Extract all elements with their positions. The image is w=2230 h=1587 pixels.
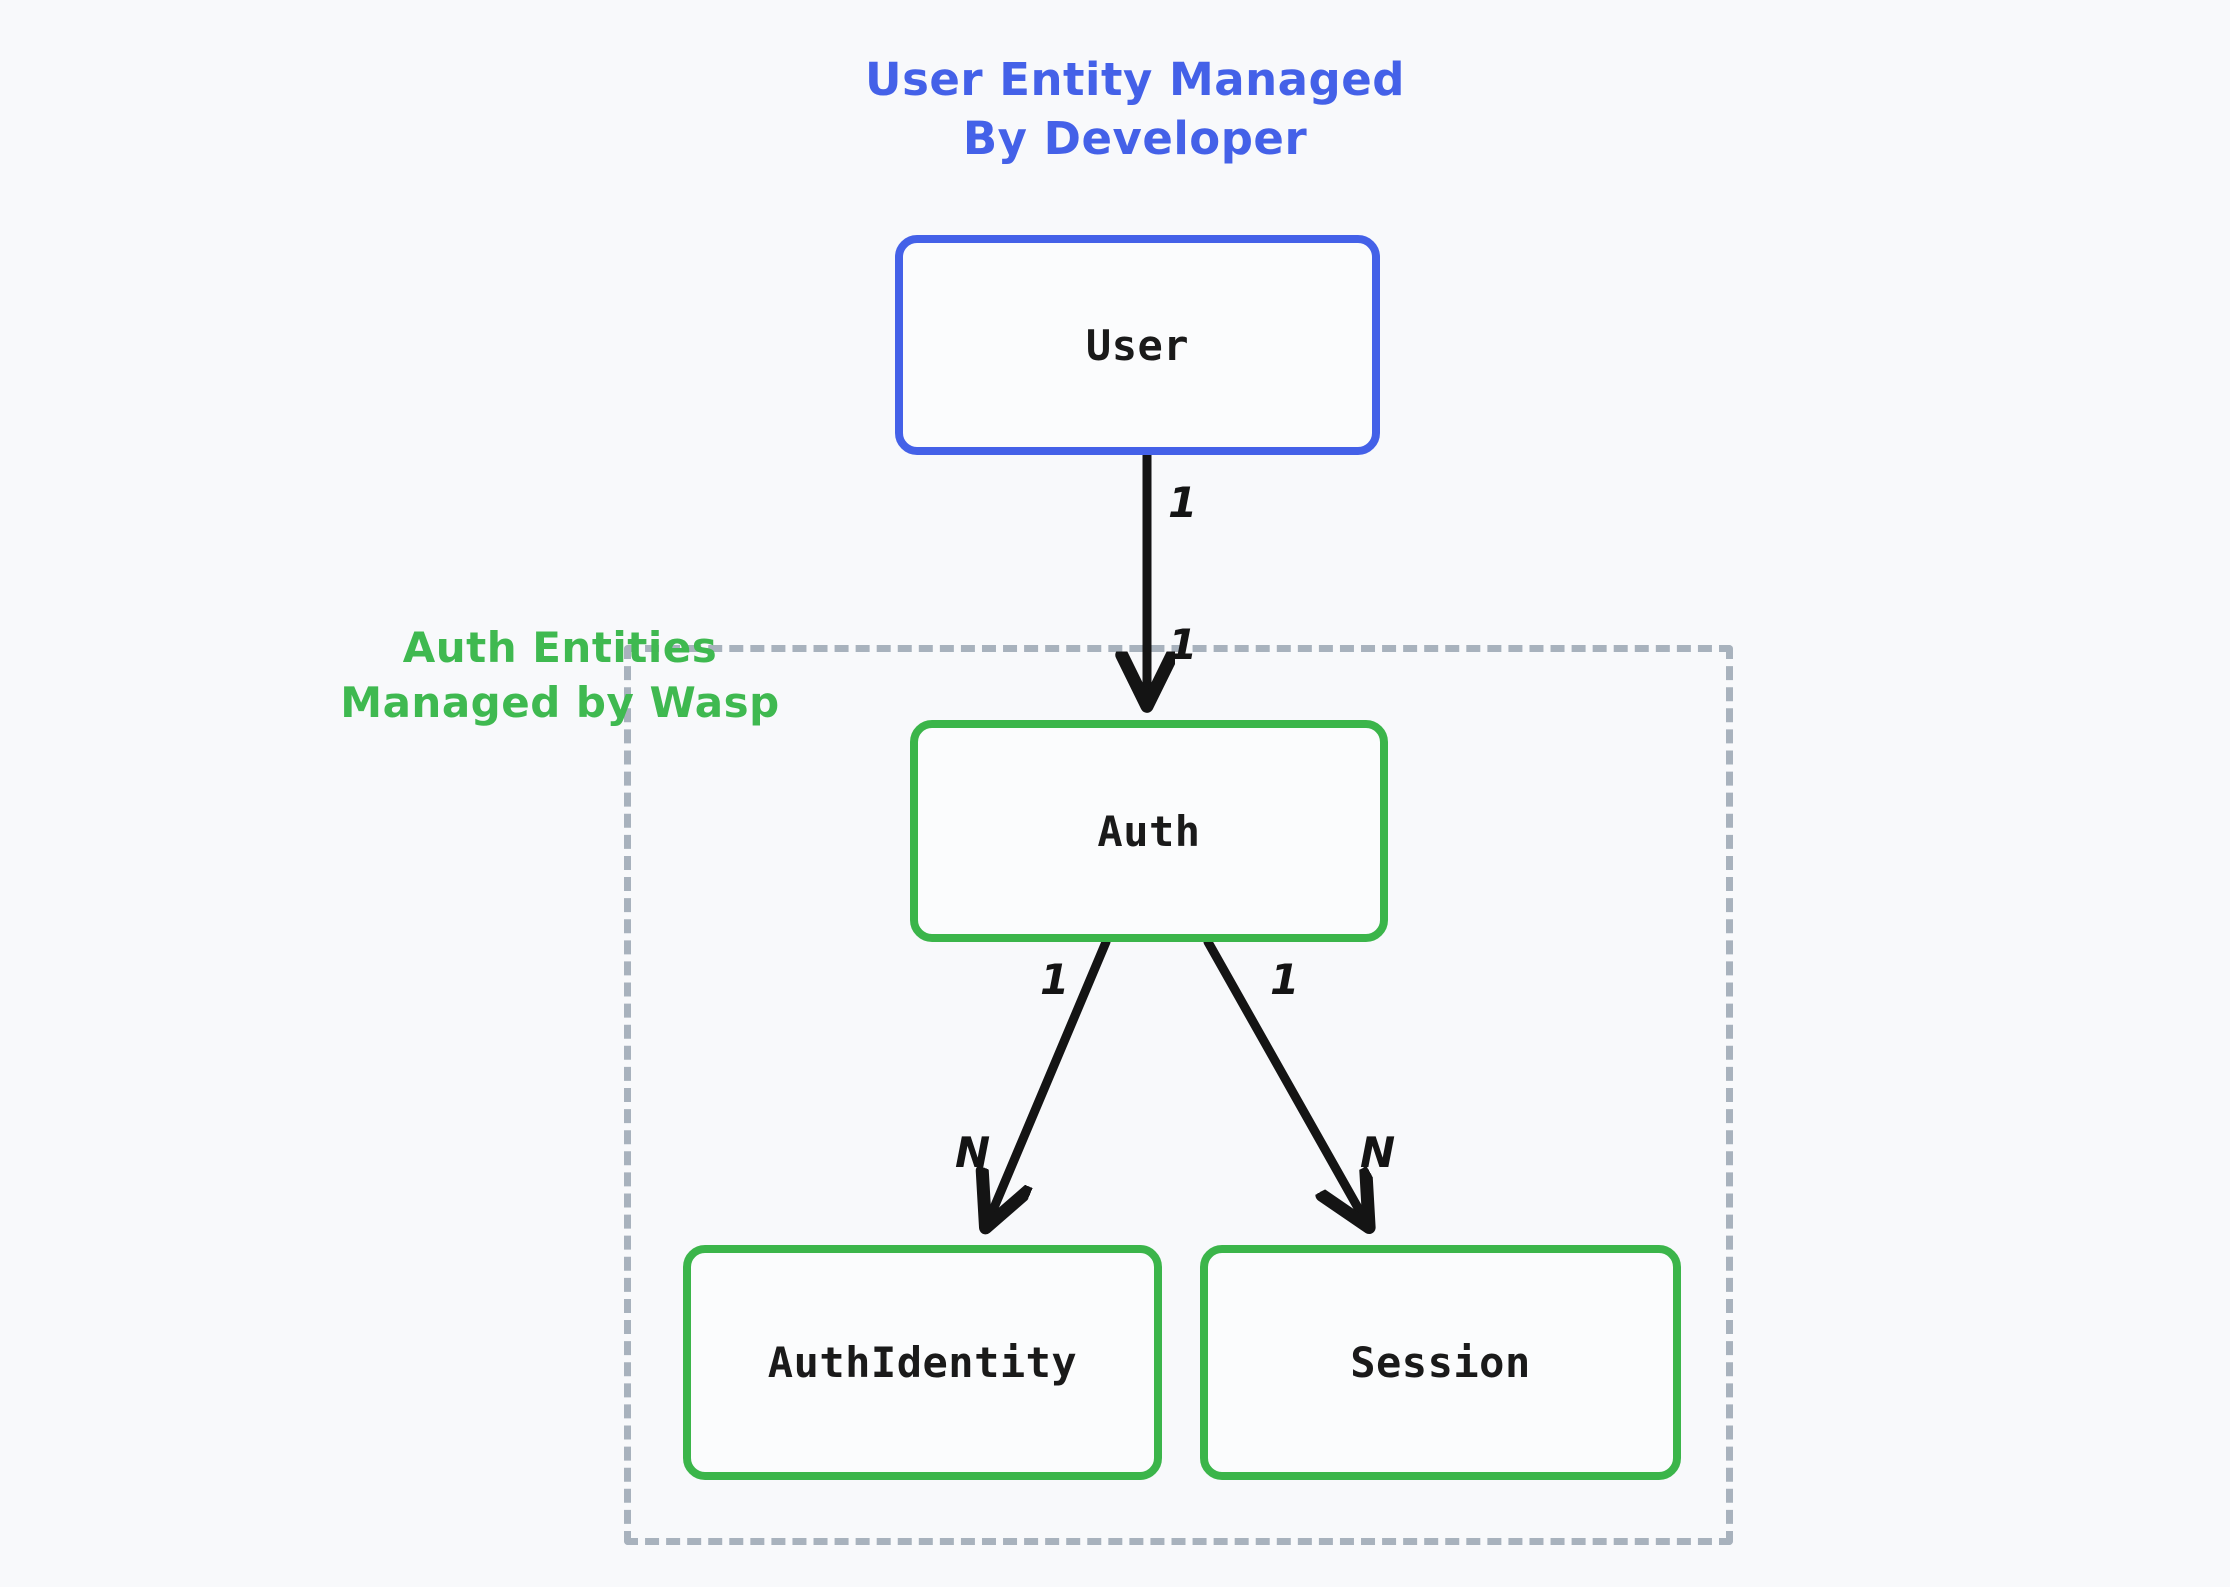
cardinality-auth-authidentity-source: 1 <box>1040 955 1070 1004</box>
entity-node-authidentity[interactable]: AuthIdentity <box>683 1245 1162 1480</box>
cardinality-auth-session-target: N <box>1360 1128 1396 1177</box>
cardinality-auth-authidentity-target: N <box>955 1128 991 1177</box>
entity-label-user: User <box>1085 320 1190 370</box>
auth-entities-group-border <box>624 645 1733 1545</box>
cardinality-user-auth-source: 1 <box>1168 478 1198 527</box>
entity-node-user[interactable]: User <box>895 235 1380 455</box>
entity-label-auth: Auth <box>1097 806 1201 856</box>
cardinality-user-auth-target: 1 <box>1168 620 1198 669</box>
entity-label-session: Session <box>1350 1338 1531 1387</box>
cardinality-auth-session-source: 1 <box>1270 955 1300 1004</box>
entity-node-auth[interactable]: Auth <box>910 720 1388 942</box>
developer-section-title: User Entity Managed By Developer <box>865 53 1405 166</box>
entity-label-authidentity: AuthIdentity <box>767 1338 1078 1387</box>
wasp-section-title: Auth Entities Managed by Wasp <box>340 623 780 728</box>
entity-node-session[interactable]: Session <box>1200 1245 1681 1480</box>
